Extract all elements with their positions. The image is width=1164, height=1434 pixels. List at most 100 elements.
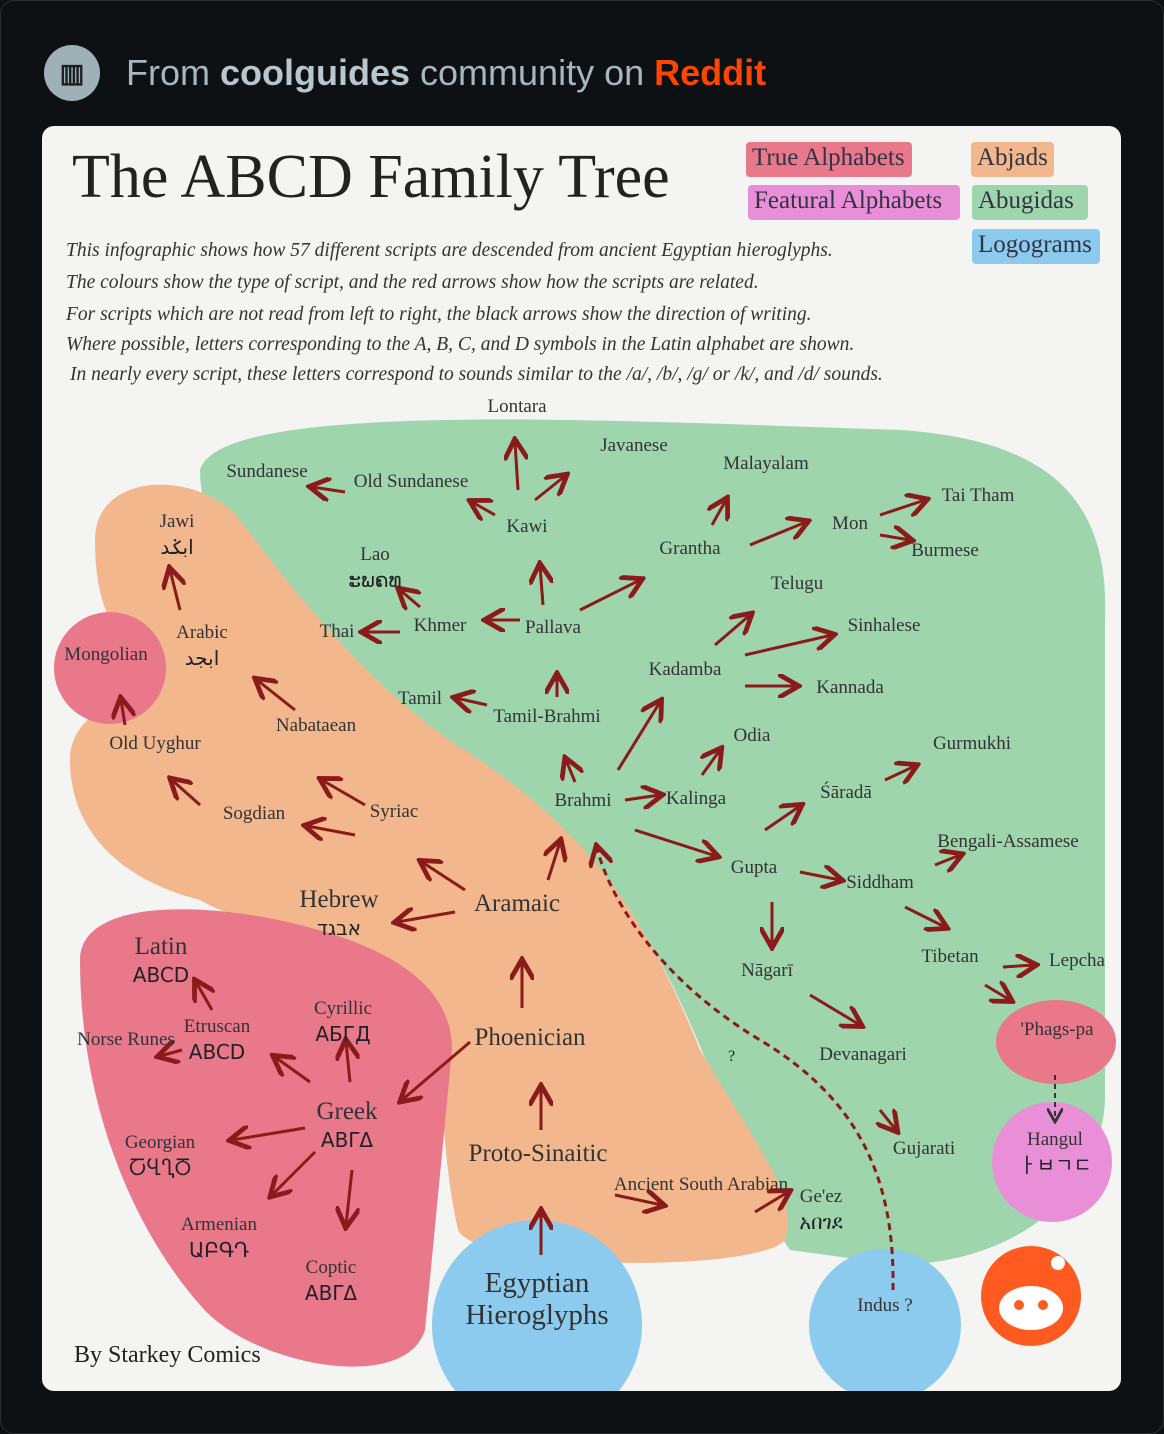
script-name: Tamil-Brahmi [493,706,601,727]
script-letters: АБГД [315,1021,371,1046]
relation-arrows [121,442,1034,1255]
script-node-rad: Śāradā [820,782,872,804]
script-name: Lepcha [1049,950,1105,971]
script-node-devanagari: Devanagari [819,1044,907,1066]
script-name: Nabataean [275,715,357,736]
script-node-siddham: Siddham [846,872,914,894]
egyptian-region [432,1220,642,1391]
script-node-old-sundanese: Old Sundanese [354,471,469,493]
script-letters: ະພຄທ [348,567,402,592]
script-name: Mon [832,513,868,534]
script-node-khmer: Khmer [414,615,467,637]
script-name: Phoenician [474,1024,586,1051]
community-link[interactable]: coolguides [220,52,411,93]
script-name: Sundanese [226,461,308,482]
script-name: Lontara [487,396,547,417]
script-name: Siddham [846,872,914,893]
script-name: Indus ? [857,1295,913,1316]
script-node-tai-tham: Tai Tham [941,485,1015,507]
script-node-kalinga: Kalinga [665,788,727,810]
legend-abugidas: Abugidas [978,187,1074,214]
legend-true-alphabets: True Alphabets [752,144,905,171]
script-letters: ابݢد [160,534,194,559]
script-node-pallava: Pallava [525,617,581,639]
script-node-gujarati: Gujarati [892,1138,956,1160]
script-name: Tai Tham [941,485,1015,506]
script-name: Tamil [397,688,443,709]
mongolian-region [54,612,166,724]
script-name: Sogdian [222,803,286,824]
script-name: Gurmukhi [932,733,1012,754]
script-node-lontara: Lontara [487,396,547,418]
script-name: Syriac [369,801,419,822]
script-name: Kadamba [648,659,722,680]
script-node-sogdian: Sogdian [222,803,286,825]
abugidas-region [200,419,1106,1265]
hangul-region [992,1102,1112,1222]
script-name: Ancient South Arabian [613,1174,789,1195]
script-node-ancient-south-arabian: Ancient South Arabian [613,1174,789,1196]
script-node-indus: Indus ? [857,1295,913,1317]
script-name: Javanese [600,435,668,456]
script-node-kadamba: Kadamba [648,659,722,681]
script-node-nabataean: Nabataean [275,715,357,737]
script-name: Norse Runes [77,1029,175,1050]
script-name: Malayalam [723,453,809,474]
script-node-sinhalese: Sinhalese [847,615,921,637]
reddit-logo [981,1246,1081,1346]
script-name: Kalinga [665,788,727,809]
script-name: Devanagari [819,1044,907,1065]
script-name: Telugu [770,573,824,594]
legend-logograms: Logograms [978,231,1092,258]
script-letters: ABCD [132,962,190,987]
script-letters: ㅏㅂㄱㄷ [1018,1152,1092,1177]
script-name: Pallava [525,617,581,638]
script-letters: ابجد [184,645,220,670]
header-middle: community on [420,52,645,93]
script-node-norse-runes: Norse Runes [77,1029,175,1051]
script-name: Egyptian Hieroglyphs [465,1267,609,1331]
script-name: Gujarati [892,1138,956,1159]
script-node-phoenician: Phoenician [474,1024,585,1052]
script-name: Hebrew [299,886,379,913]
script-node-egyptian-hieroglyphs: Egyptian Hieroglyphs [452,1267,622,1332]
community-icon[interactable]: ▥ [44,45,100,101]
script-node-tamil-brahmi: Tamil-Brahmi [493,706,601,728]
script-name: Thai [319,621,355,642]
credit: By Starkey Comics [74,1342,261,1368]
script-node-sundanese: Sundanese [226,461,308,483]
script-node-malayalam: Malayalam [723,453,809,475]
script-node-grantha: Grantha [659,538,720,560]
script-node-syriac: Syriac [369,801,419,823]
description-line: Where possible, letters corresponding to… [66,334,855,355]
script-name: Greek [316,1098,378,1125]
script-node-tibetan: Tibetan [921,946,978,968]
script-name: Śāradā [820,782,872,803]
description-line: The colours show the type of script, and… [66,272,759,293]
script-node-javanese: Javanese [600,435,668,457]
script-node-odia: Odia [734,725,771,747]
script-name: Cyrillic [313,998,373,1019]
script-node-thai: Thai [319,621,355,643]
script-name: Etruscan [183,1016,251,1037]
true-alphabets-region [80,909,452,1367]
script-name: Kawi [506,516,548,537]
script-letters: አበገደ [799,1209,843,1234]
reddit-link[interactable]: Reddit [654,52,767,93]
script-name: Ge'ez [799,1186,843,1207]
script-letters: ABCD [188,1039,246,1064]
script-name: Nāgarī [741,960,793,981]
script-name: Sinhalese [847,615,921,636]
script-letters: ΑΒΓΔ [304,1280,358,1305]
indus-brahmi-dashed-arrow [597,848,895,1291]
